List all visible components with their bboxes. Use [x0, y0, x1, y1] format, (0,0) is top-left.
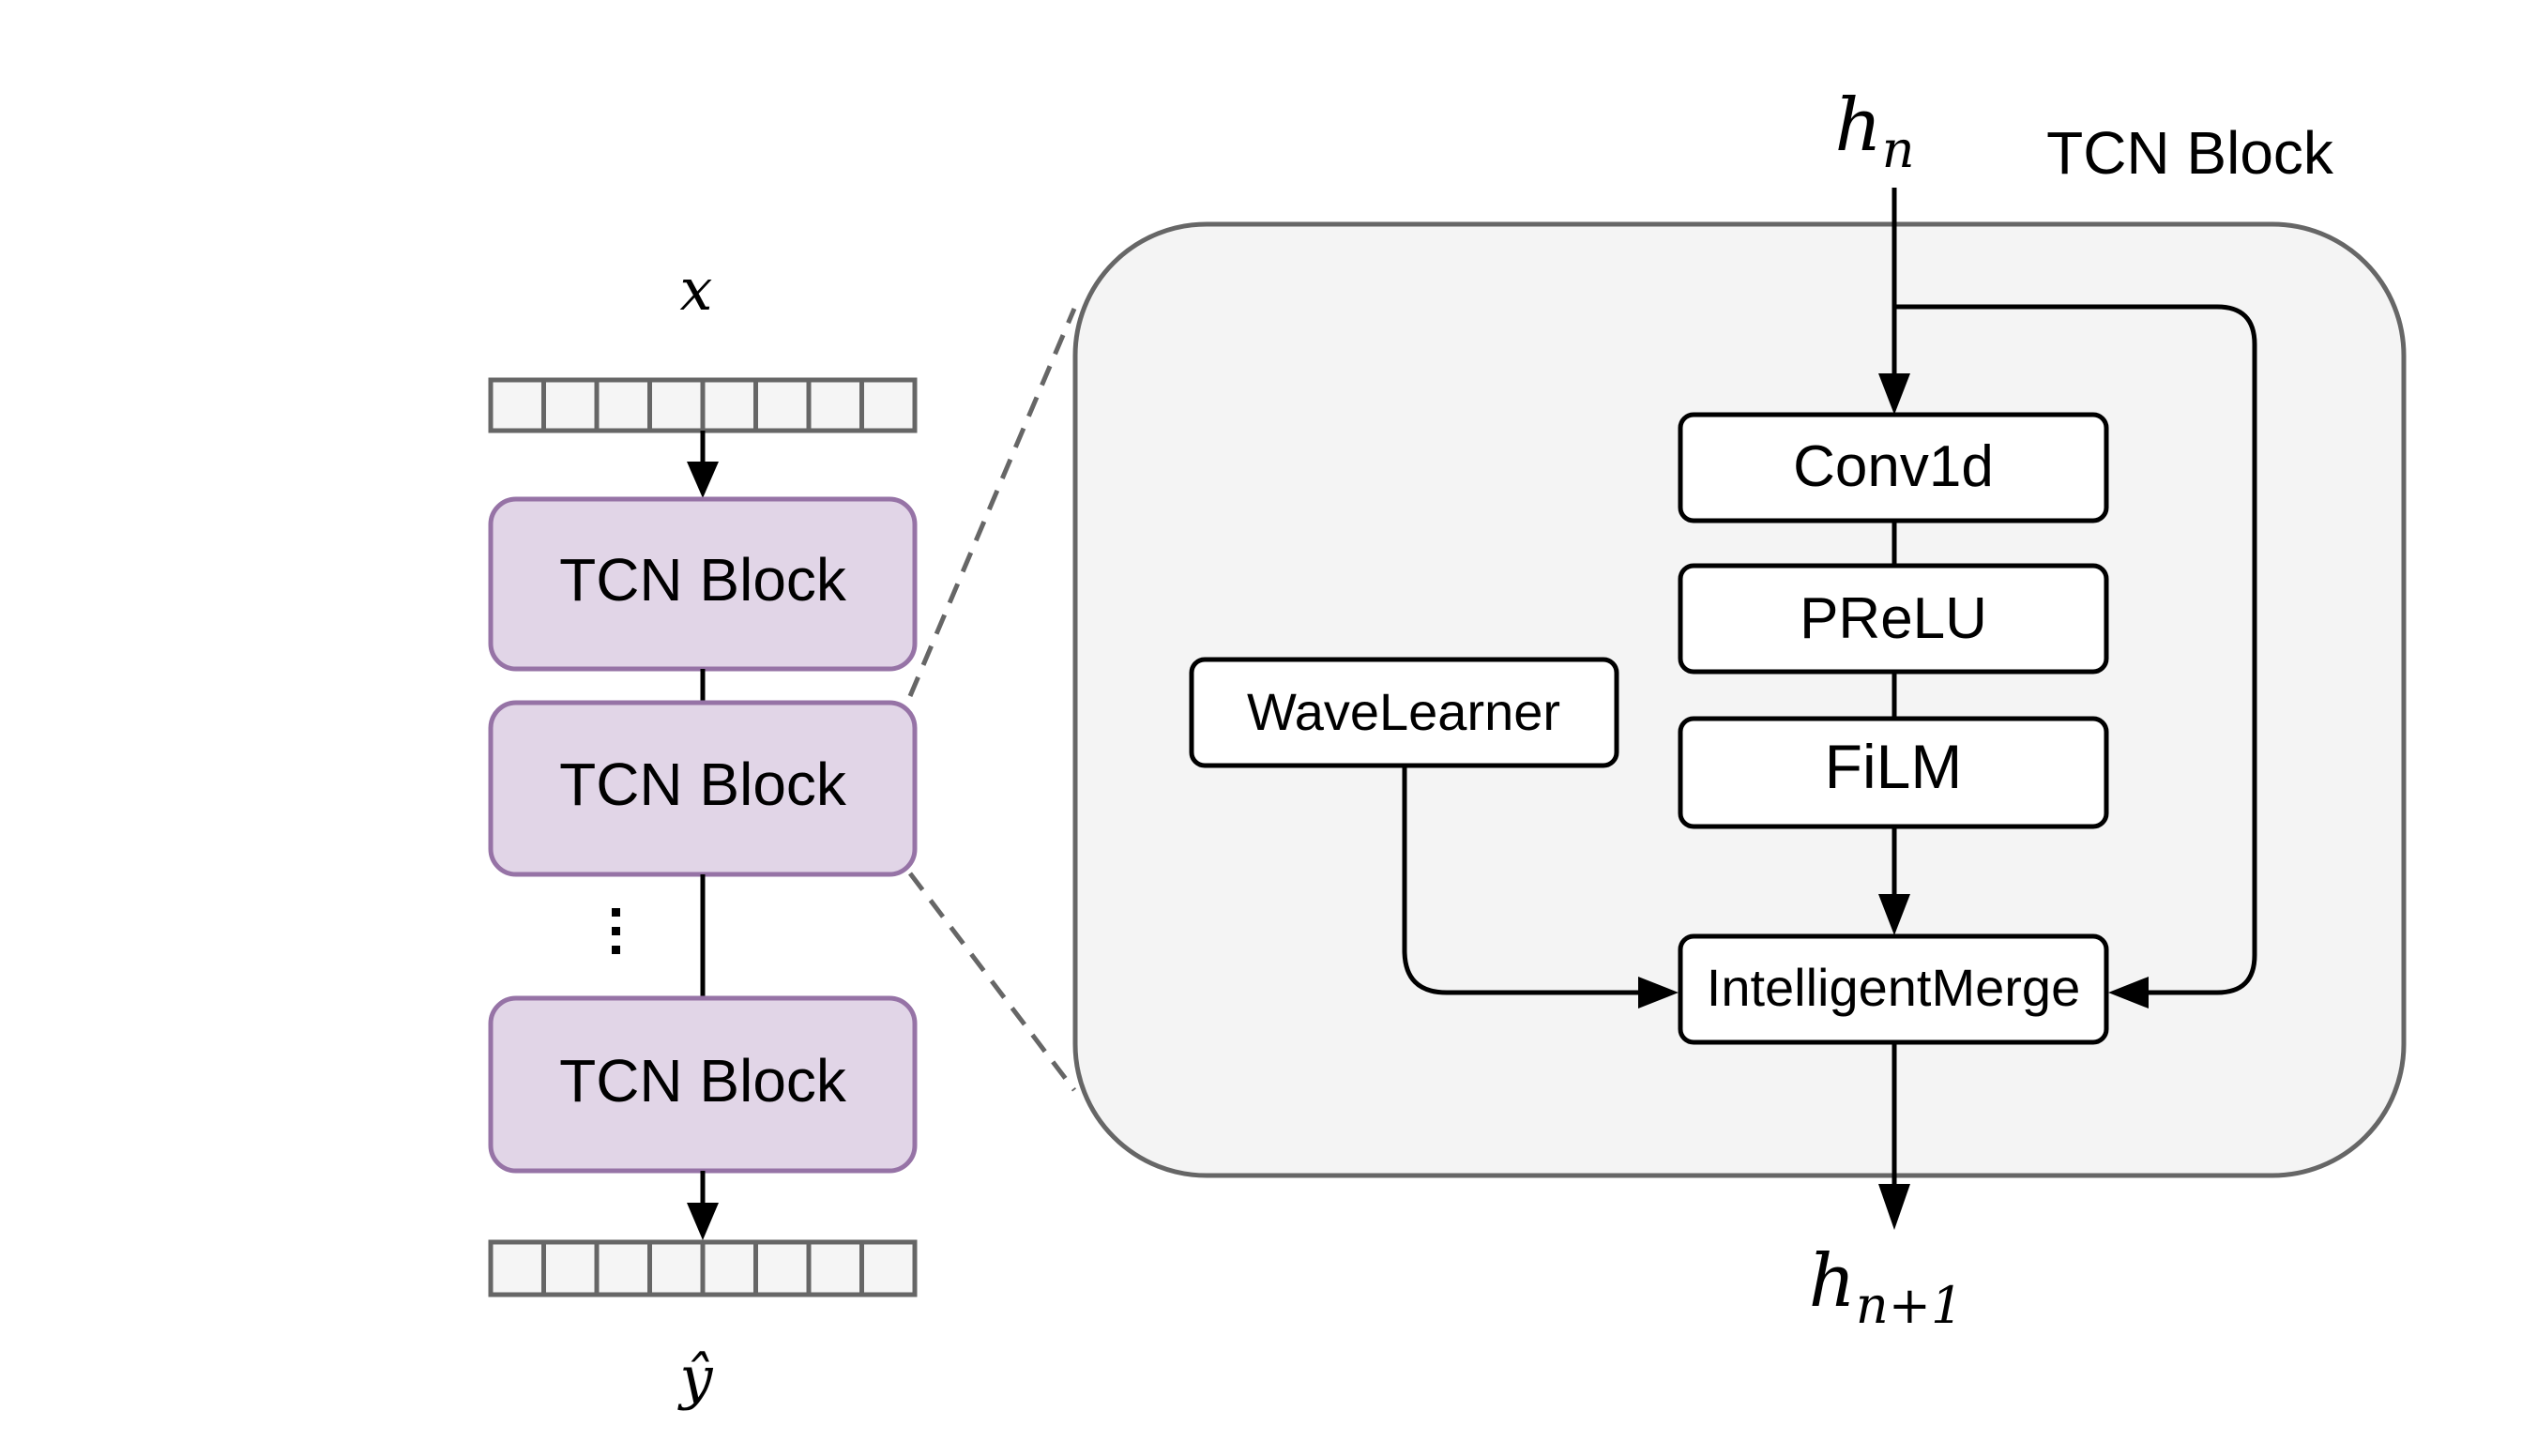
prelu-module[interactable]: PReLU: [1678, 563, 2109, 675]
arrowhead-icon: [2108, 977, 2149, 1009]
arrowhead-icon: [1878, 1184, 1910, 1230]
tape-cell: [753, 1239, 812, 1297]
intelligentmerge-label: IntelligentMerge: [1707, 958, 2080, 1017]
output-yhat-label: ŷ: [676, 1343, 713, 1412]
tape-cell: [859, 1239, 918, 1297]
detail-title: TCN Block: [2046, 119, 2334, 187]
tape-cell: [541, 1239, 600, 1297]
connector-wavelearner-to-merge: [1402, 766, 1642, 995]
tape-cell: [753, 377, 812, 433]
tape-cell: [806, 1239, 864, 1297]
tape-cell: [488, 1239, 546, 1297]
conv1d-label: Conv1d: [1793, 434, 1994, 499]
tape-cell: [859, 377, 918, 433]
skip-connection: [1894, 304, 2257, 995]
tape-cell: [806, 377, 864, 433]
tape-cell: [541, 377, 600, 433]
tcn-block-2-label: TCN Block: [559, 751, 847, 818]
wavelearner-module[interactable]: WaveLearner: [1189, 657, 1619, 768]
tape-cell: [700, 377, 758, 433]
tape-cell: [700, 1239, 758, 1297]
arrowhead-icon: [1878, 373, 1910, 415]
input-tape: [488, 377, 918, 433]
zoom-guide-bottom: [908, 872, 1076, 1092]
ellipsis-dots: [612, 908, 620, 954]
output-hn1-label: hn+1: [1809, 1239, 1964, 1335]
arrowhead-icon: [687, 462, 719, 498]
input-x-label: x: [680, 255, 713, 324]
film-module[interactable]: FiLM: [1678, 716, 2109, 829]
tcn-block-2[interactable]: TCN Block: [488, 700, 918, 877]
wavelearner-label: WaveLearner: [1247, 682, 1560, 741]
arrowhead-icon: [1638, 977, 1679, 1009]
film-label: FiLM: [1825, 732, 1963, 801]
arrowhead-icon: [1878, 894, 1910, 935]
tape-cell: [647, 1239, 706, 1297]
tcn-block-1-label: TCN Block: [559, 546, 847, 614]
tape-cell: [647, 377, 706, 433]
intelligentmerge-module[interactable]: IntelligentMerge: [1678, 933, 2109, 1045]
prelu-label: PReLU: [1800, 586, 1987, 651]
tape-cell: [488, 377, 546, 433]
tcn-block-3[interactable]: TCN Block: [488, 995, 918, 1174]
input-hn-label: hn: [1834, 83, 1914, 179]
arrowhead-icon: [687, 1203, 719, 1240]
conv1d-module[interactable]: Conv1d: [1678, 412, 2109, 523]
tcn-block-1[interactable]: TCN Block: [488, 496, 918, 672]
zoom-guide-top: [907, 308, 1077, 697]
tcn-block-3-label: TCN Block: [559, 1047, 847, 1115]
tape-cell: [594, 377, 652, 433]
tape-cell: [594, 1239, 652, 1297]
output-tape: [488, 1239, 918, 1297]
